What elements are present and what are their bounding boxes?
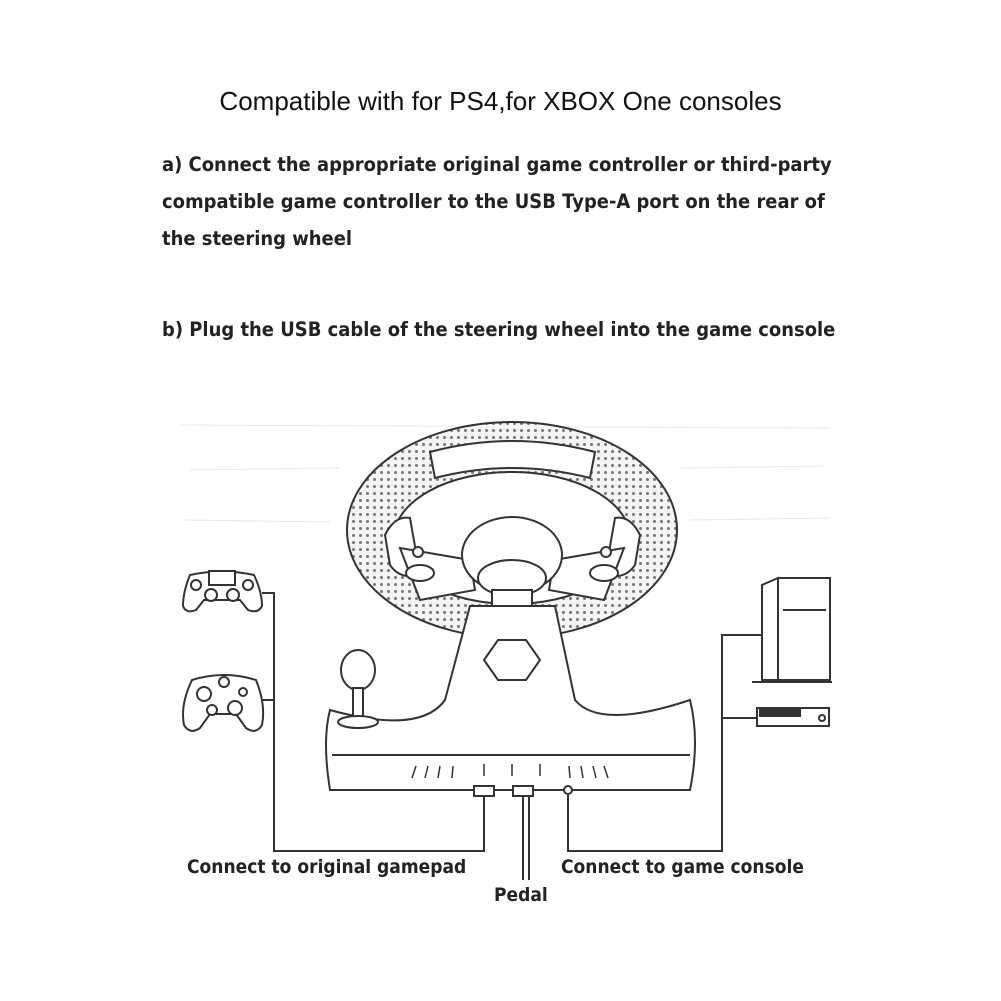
gear-shifter-icon bbox=[337, 649, 379, 729]
wheel-base-icon bbox=[325, 589, 696, 797]
page-title: Compatible with for PS4,for XBOX One con… bbox=[219, 86, 782, 116]
label-connect-console: Connect to game console bbox=[561, 856, 804, 878]
ps4-controller-icon bbox=[181, 570, 264, 613]
label-connect-gamepad: Connect to original gamepad bbox=[187, 856, 467, 878]
ps4-console-icon bbox=[752, 576, 832, 683]
xbox-console-icon bbox=[756, 707, 830, 727]
instruction-step-a: a) Connect the appropriate original game… bbox=[162, 153, 832, 250]
connection-lines bbox=[262, 592, 762, 880]
instruction-step-b: b) Plug the USB cable of the steering wh… bbox=[162, 318, 836, 341]
label-pedal: Pedal bbox=[494, 884, 548, 906]
steering-wheel-icon bbox=[346, 421, 678, 639]
xbox-controller-icon bbox=[182, 674, 265, 732]
